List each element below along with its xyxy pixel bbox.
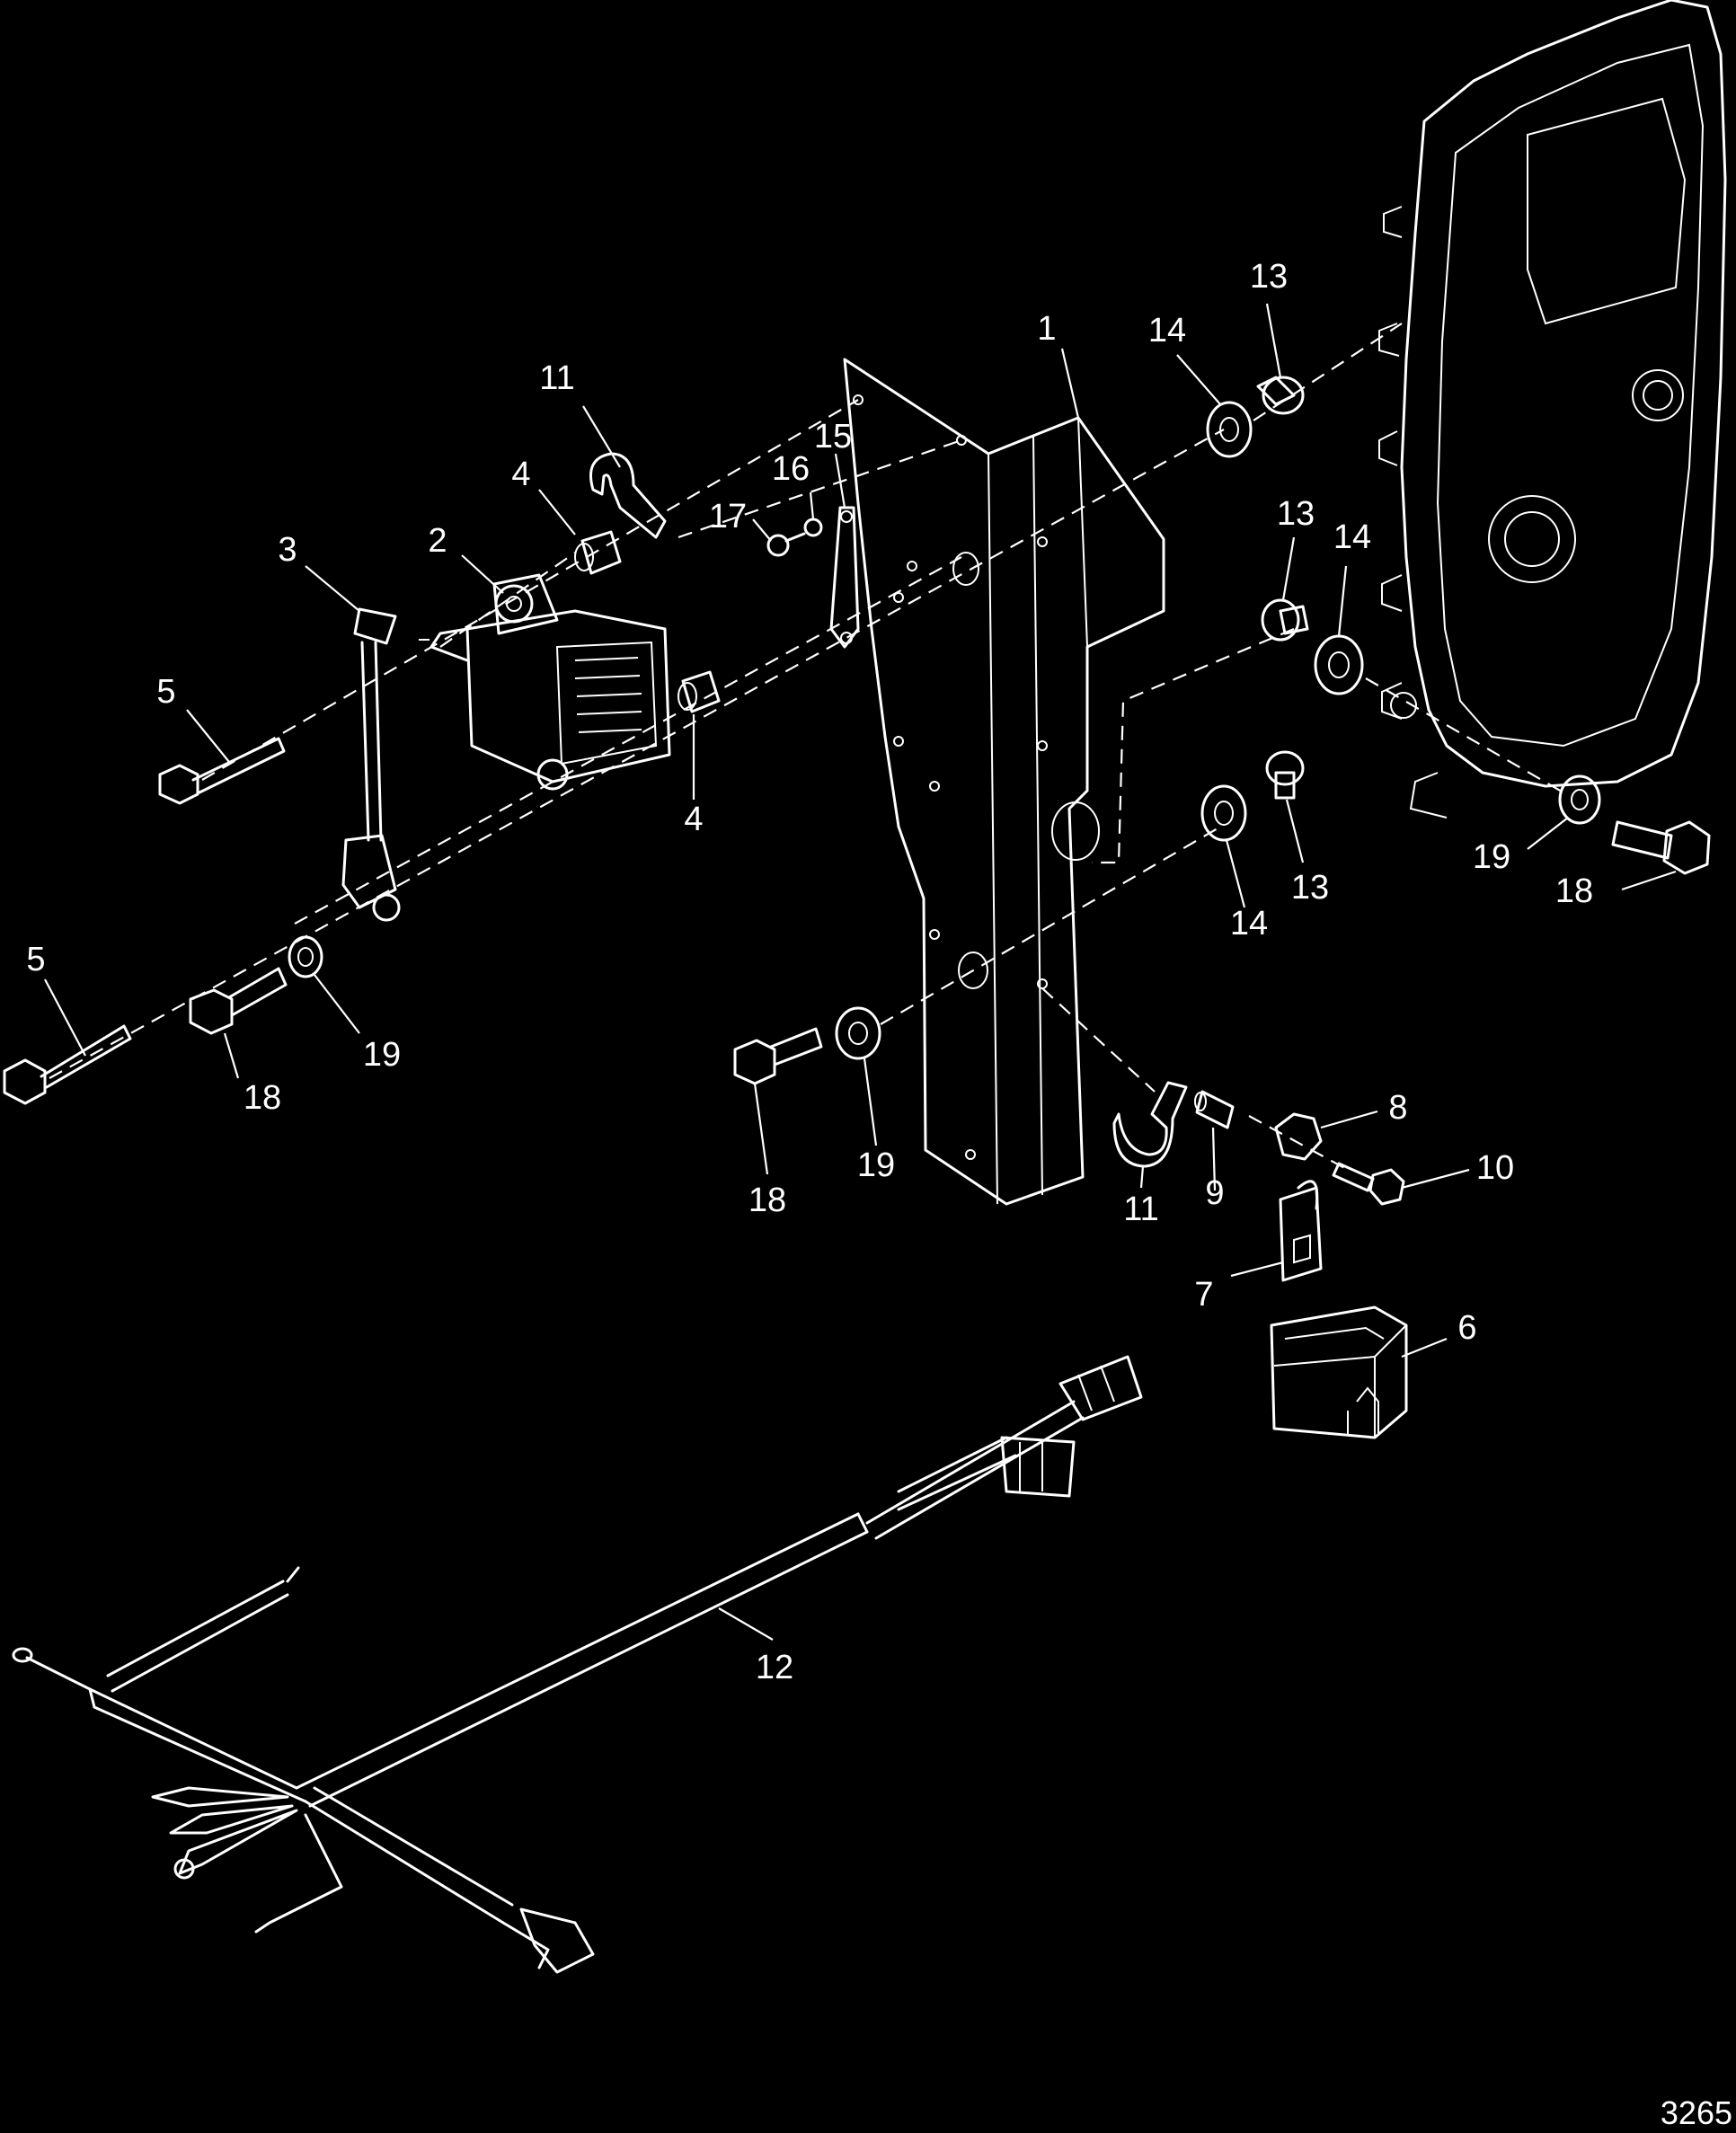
mounting-bracket [843,358,1165,1206]
nut [1274,1112,1323,1161]
bolt-left [189,967,288,1035]
callout-17: 17 [709,498,747,535]
washer-right [1558,774,1601,825]
bolt-right [1611,820,1711,875]
engine-cover [1378,0,1727,819]
callout-3: 3 [278,531,297,569]
callout-10: 10 [1476,1149,1514,1187]
screw-10 [1332,1162,1405,1206]
wiring-harness [12,1355,1143,1974]
callout-5-lower: 5 [26,941,45,978]
callout-11-lower: 11 [1123,1190,1158,1228]
bushing-upper [1256,376,1305,415]
spacer-lower [678,670,721,713]
callout-4-upper: 4 [511,456,530,493]
leader-lines [44,303,1677,1641]
grommet-lower [1200,784,1247,842]
bushing-lower [1265,750,1305,800]
callout-19-right: 19 [1473,838,1510,876]
clamp-lower [1112,1081,1188,1168]
callout-7: 7 [1194,1276,1213,1314]
screw-small [766,532,806,557]
grommet-middle [1314,634,1364,695]
callout-1: 1 [1037,310,1056,348]
callout-13-middle: 13 [1277,495,1315,533]
callout-14-middle: 14 [1333,518,1371,556]
bolt-center [733,1027,823,1085]
screw-lower [3,1024,132,1105]
link-rod [341,607,401,922]
callout-18-left: 18 [244,1079,281,1117]
washer-small [803,518,823,537]
callout-15: 15 [814,418,852,456]
callout-18-right: 18 [1555,872,1593,910]
assembly-lines [49,323,1569,1171]
figure-number: 3265 [1661,2094,1732,2131]
bushing-middle [1261,598,1309,642]
callout-13-lower: 13 [1291,869,1329,907]
callout-6: 6 [1457,1309,1476,1347]
callout-12: 12 [756,1649,793,1686]
callout-13-top: 13 [1250,258,1288,296]
spacer-upper [574,530,622,575]
washer-left [288,935,323,978]
callout-14-top: 14 [1148,312,1186,350]
callout-2: 2 [428,522,447,560]
screw-upper [158,737,286,805]
callout-18-center: 18 [748,1182,786,1219]
callout-14-lower: 14 [1230,905,1268,943]
callout-5-upper: 5 [156,673,175,711]
callout-8: 8 [1388,1089,1407,1127]
callout-4-lower: 4 [684,801,703,838]
link-plate [829,506,860,649]
relay-bracket [1279,1180,1323,1282]
sensor-module [419,573,671,791]
grommet-upper [1206,401,1253,458]
clamp-upper [589,452,667,539]
callout-11-upper: 11 [539,359,574,397]
callout-19-center: 19 [857,1146,895,1184]
callout-19-left: 19 [363,1036,401,1074]
washer-center [835,1006,881,1060]
callout-9: 9 [1205,1174,1224,1212]
pin [1194,1090,1235,1129]
callout-16: 16 [772,450,810,488]
callout-labels: 1 2 3 4 4 5 5 6 7 8 9 10 11 11 12 13 13 … [26,258,1593,1686]
relay [1270,1305,1408,1439]
